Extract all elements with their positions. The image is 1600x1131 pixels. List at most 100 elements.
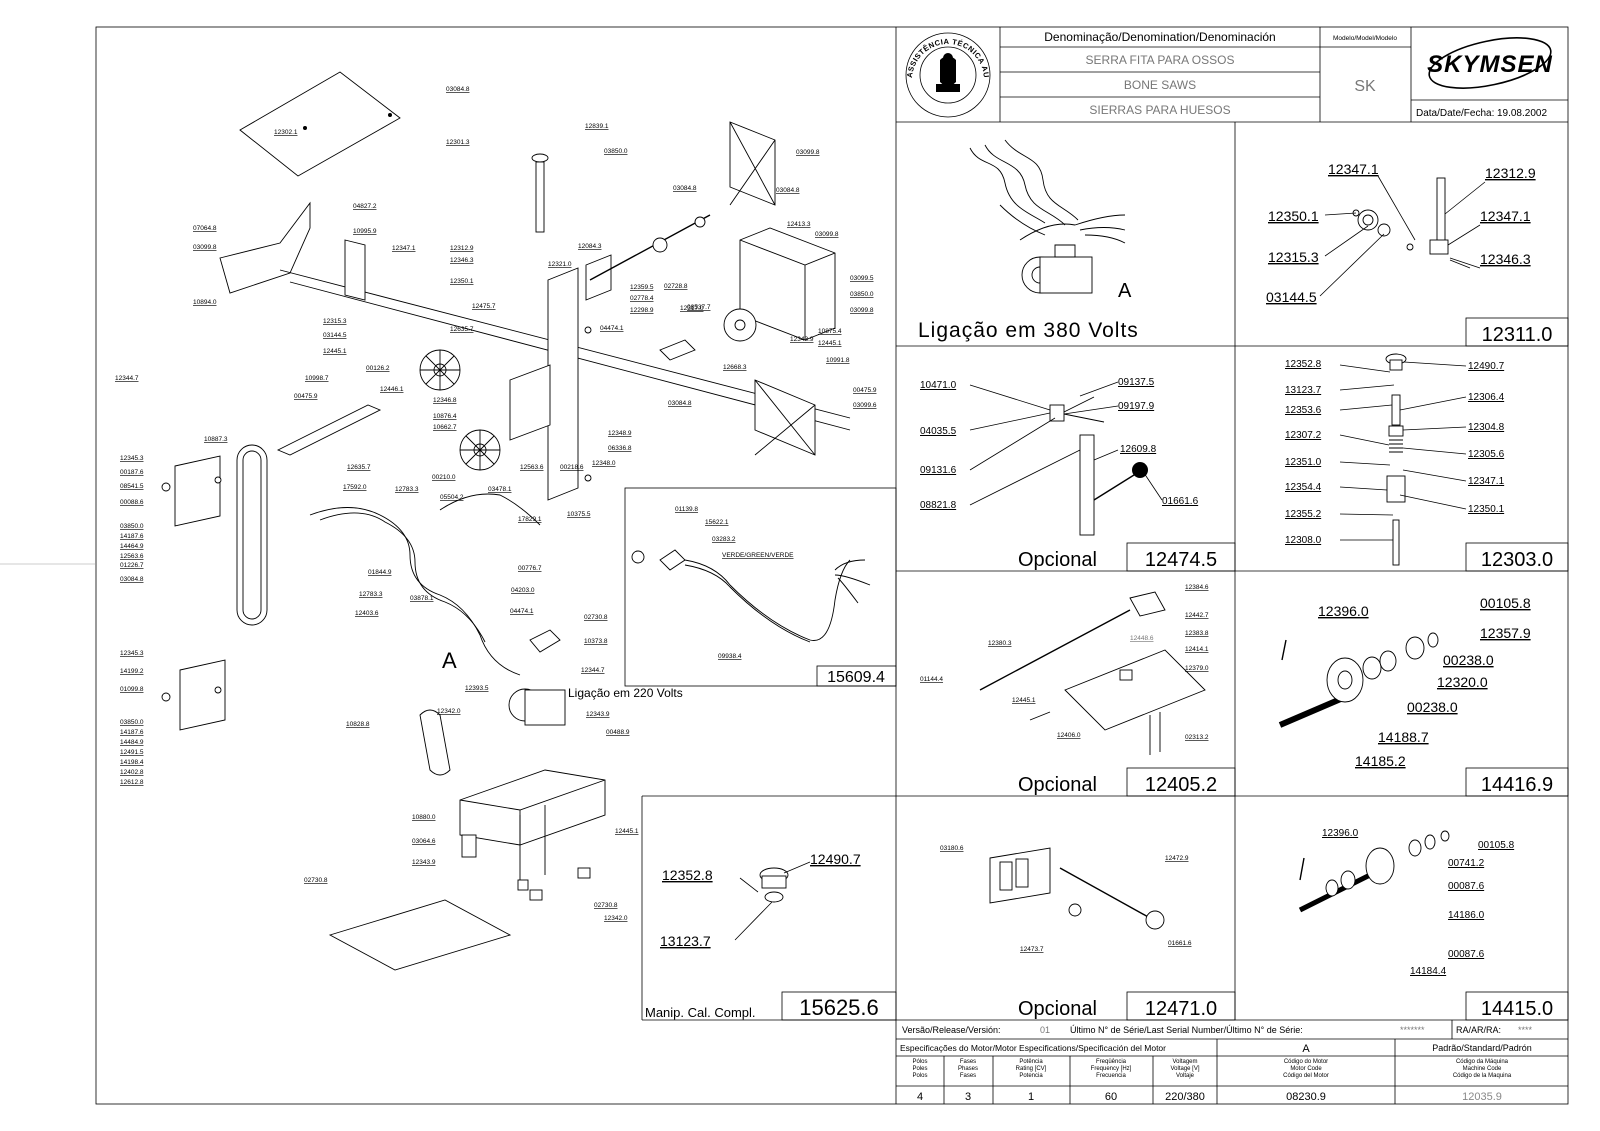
part-label: 03084.8	[446, 86, 470, 93]
svg-text:00105.8: 00105.8	[1480, 595, 1531, 611]
svg-text:VERDE/GREEN/VERDE: VERDE/GREEN/VERDE	[722, 552, 794, 559]
main-exploded-view: A Ligação em 220 Volts	[161, 71, 851, 971]
part-label: 12301.3	[446, 139, 470, 146]
svg-text:01139.8: 01139.8	[675, 506, 698, 513]
part-label: 12312.9	[450, 245, 474, 252]
svg-text:Padrão/Standard/Padrón: Padrão/Standard/Padrón	[1432, 1043, 1532, 1053]
svg-text:13123.7: 13123.7	[660, 933, 711, 949]
part-label: 00210.0	[432, 474, 456, 481]
part-label: 12343.9	[790, 336, 814, 343]
part-label: 04474.1	[600, 325, 624, 332]
panel-12311: 12311.0 12347.1 12312.9 12350.1 12347.1 …	[1266, 161, 1569, 347]
svg-text:03180.6: 03180.6	[940, 845, 964, 852]
svg-text:12442.7: 12442.7	[1185, 612, 1209, 619]
svg-text:12396.0: 12396.0	[1318, 603, 1369, 619]
column-header: Código da Máquina	[1456, 1059, 1509, 1065]
part-label: 12783.3	[359, 591, 383, 598]
part-label: 03850.0	[604, 148, 628, 155]
part-label: 12491.5	[120, 749, 144, 756]
part-label: 14484.9	[120, 739, 144, 746]
part-label: 17829.1	[518, 516, 542, 523]
column-header: Fases	[960, 1059, 976, 1065]
svg-text:12353.6: 12353.6	[1285, 405, 1322, 416]
part-label: 14199.2	[120, 668, 144, 675]
part-label: 12345.3	[120, 650, 144, 657]
part-label: 03850.0	[120, 523, 144, 530]
part-label: 08541.5	[120, 483, 144, 490]
part-label: 08537.7	[687, 304, 711, 311]
svg-text:12355.2: 12355.2	[1285, 509, 1322, 520]
part-label: 12321.0	[548, 261, 572, 268]
part-label: 10876.4	[433, 413, 457, 420]
svg-text:01661.6: 01661.6	[1162, 496, 1199, 507]
part-label: 12839.1	[585, 123, 609, 130]
svg-text:12352.8: 12352.8	[662, 867, 713, 883]
part-label: 00088.6	[120, 499, 144, 506]
svg-text:09131.6: 09131.6	[920, 465, 957, 476]
part-label: 03850.0	[850, 291, 874, 298]
motor-a-label: A	[1118, 280, 1132, 302]
part-label: 03099.8	[193, 244, 217, 251]
svg-text:09197.9: 09197.9	[1118, 401, 1155, 412]
svg-text:09137.5: 09137.5	[1118, 377, 1155, 388]
svg-text:12405.2: 12405.2	[1145, 774, 1217, 796]
part-label: 12315.3	[323, 318, 347, 325]
svg-text:12035.9: 12035.9	[1462, 1091, 1502, 1103]
part-label: 04203.0	[511, 587, 535, 594]
part-label: 10991.8	[826, 357, 850, 364]
svg-text:12472.9: 12472.9	[1165, 855, 1189, 862]
svg-text:12474.5: 12474.5	[1145, 549, 1217, 571]
svg-text:4: 4	[917, 1091, 923, 1103]
column-header: Código del Motor	[1283, 1073, 1329, 1079]
svg-text:04035.5: 04035.5	[920, 426, 957, 437]
part-label: 10828.8	[346, 721, 370, 728]
part-label: 01226.7	[120, 562, 144, 569]
part-label: 17592.0	[343, 484, 367, 491]
part-label: 12344.7	[115, 375, 139, 382]
svg-text:15622.1: 15622.1	[705, 519, 729, 526]
part-label: 12347.1	[392, 245, 416, 252]
panel-12303: 12303.0 12352.8 12490.7 13123.7 12306.4 …	[1285, 353, 1569, 572]
part-label: 10894.0	[193, 299, 217, 306]
svg-text:220/380: 220/380	[1165, 1091, 1205, 1103]
column-header: Voltage [V]	[1170, 1066, 1199, 1072]
model-value: SK	[1354, 78, 1376, 95]
part-label: 12446.1	[380, 386, 404, 393]
part-label: 10373.8	[584, 638, 608, 645]
svg-text:*******: *******	[1400, 1025, 1425, 1035]
svg-text:09938.4: 09938.4	[718, 653, 742, 660]
svg-text:12490.7: 12490.7	[1468, 361, 1505, 372]
part-label: 03084.8	[776, 187, 800, 194]
svg-text:03283.2: 03283.2	[712, 536, 736, 543]
svg-text:12305.6: 12305.6	[1468, 449, 1505, 460]
part-label: 03099.8	[850, 307, 874, 314]
svg-text:01661.6: 01661.6	[1168, 940, 1192, 947]
part-label: 00187.6	[120, 469, 144, 476]
svg-text:01: 01	[1040, 1025, 1050, 1035]
part-label: 00488.9	[606, 729, 630, 736]
column-header: Freqüência	[1096, 1059, 1127, 1065]
part-label: 12612.8	[120, 779, 144, 786]
svg-text:14416.9: 14416.9	[1481, 774, 1553, 796]
column-header: Voltaje	[1176, 1073, 1195, 1079]
part-label: 03064.6	[412, 838, 436, 845]
part-label: 12563.6	[120, 553, 144, 560]
svg-text:00238.0: 00238.0	[1407, 699, 1458, 715]
svg-text:14186.0: 14186.0	[1448, 910, 1485, 921]
column-header: Machine Code	[1463, 1066, 1502, 1072]
svg-text:14185.2: 14185.2	[1355, 753, 1406, 769]
part-label: 03084.8	[673, 185, 697, 192]
svg-text:00087.6: 00087.6	[1448, 881, 1485, 892]
part-label: 03099.8	[796, 149, 820, 156]
svg-text:12320.0: 12320.0	[1437, 674, 1488, 690]
part-label: 12635.7	[347, 464, 371, 471]
part-label: 12342.0	[604, 915, 628, 922]
column-header: Fases	[960, 1073, 976, 1079]
part-label: 01099.8	[120, 686, 144, 693]
svg-text:08821.8: 08821.8	[920, 500, 957, 511]
part-label: 02778.4	[630, 295, 654, 302]
svg-text:10471.0: 10471.0	[920, 380, 957, 391]
column-header: Rating [CV]	[1016, 1066, 1047, 1072]
svg-text:12351.0: 12351.0	[1285, 457, 1322, 468]
part-label: 12348.9	[608, 430, 632, 437]
